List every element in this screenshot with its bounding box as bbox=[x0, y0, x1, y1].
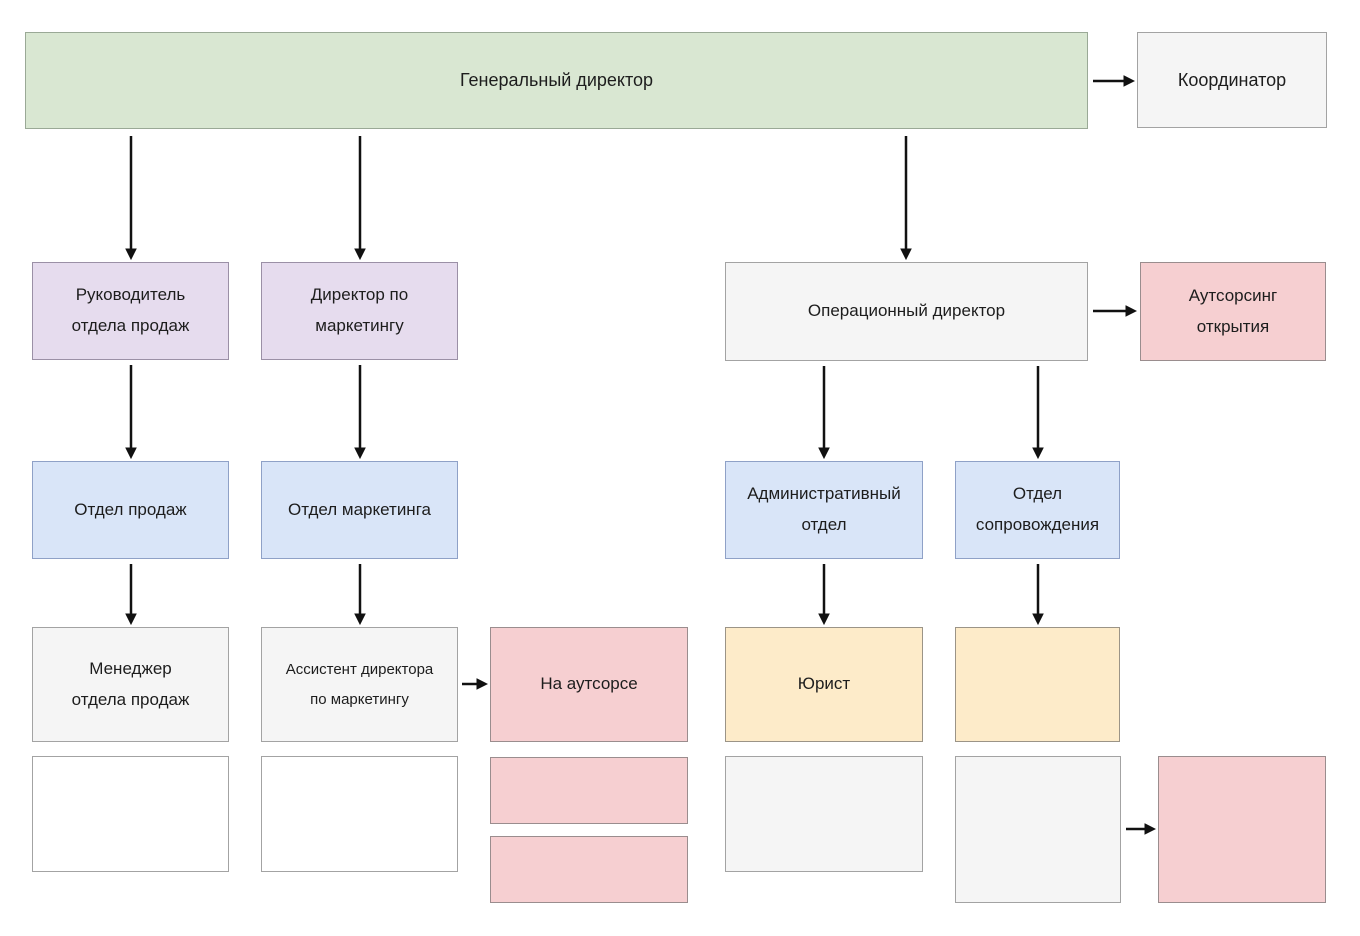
node-label-outsourced: На аутсорсе bbox=[540, 674, 638, 694]
node-admin-dept[interactable]: Административный отдел bbox=[725, 461, 923, 559]
node-label-sales-dept: Отдел продаж bbox=[74, 499, 187, 519]
node-empty-yellow[interactable] bbox=[955, 627, 1120, 742]
node-label-ceo: Генеральный директор bbox=[459, 70, 654, 91]
node-sales-dept[interactable]: Отдел продаж bbox=[32, 461, 229, 559]
node-label-support-dept: Отдел сопровождения bbox=[975, 484, 1100, 534]
node-label-operations-director: Операционный директор bbox=[807, 301, 1006, 321]
node-label-admin-dept: Административный отдел bbox=[747, 484, 901, 534]
node-support-dept[interactable]: Отдел сопровождения bbox=[955, 461, 1120, 559]
node-marketing-assistant[interactable]: Ассистент директора по маркетингу bbox=[261, 627, 458, 742]
node-marketing-dept[interactable]: Отдел маркетинга bbox=[261, 461, 458, 559]
node-label-marketing-dept: Отдел маркетинга bbox=[288, 499, 431, 519]
node-operations-director[interactable]: Операционный директор bbox=[725, 262, 1088, 361]
node-empty-white-2[interactable] bbox=[261, 756, 458, 872]
node-outsourced[interactable]: На аутсорсе bbox=[490, 627, 688, 742]
node-label-marketing-assistant: Ассистент директора по маркетингу bbox=[285, 661, 434, 708]
node-coordinator[interactable]: Координатор bbox=[1137, 32, 1327, 128]
node-sales-head[interactable]: Руководитель отдела продаж bbox=[32, 262, 229, 360]
node-empty-gray-2[interactable] bbox=[955, 756, 1121, 903]
node-sales-manager[interactable]: Менеджер отдела продаж bbox=[32, 627, 229, 742]
node-label-sales-manager: Менеджер отдела продаж bbox=[71, 658, 190, 709]
node-label-sales-head: Руководитель отдела продаж bbox=[71, 285, 190, 335]
node-ceo[interactable]: Генеральный директор bbox=[25, 32, 1088, 129]
node-label-coordinator: Координатор bbox=[1177, 69, 1287, 90]
node-empty-gray-1[interactable] bbox=[725, 756, 923, 872]
node-label-outsourcing-opening: Аутсорсинг открытия bbox=[1188, 285, 1278, 336]
node-outsourcing-opening[interactable]: Аутсорсинг открытия bbox=[1140, 262, 1326, 361]
node-lawyer[interactable]: Юрист bbox=[725, 627, 923, 742]
node-empty-pink-2[interactable] bbox=[490, 836, 688, 903]
node-empty-white-1[interactable] bbox=[32, 756, 229, 872]
node-empty-pink-3[interactable] bbox=[1158, 756, 1326, 903]
node-label-lawyer: Юрист bbox=[797, 674, 851, 694]
node-empty-pink-1[interactable] bbox=[490, 757, 688, 824]
node-marketing-director[interactable]: Директор по маркетингу bbox=[261, 262, 458, 360]
node-label-marketing-director: Директор по маркетингу bbox=[310, 285, 409, 335]
